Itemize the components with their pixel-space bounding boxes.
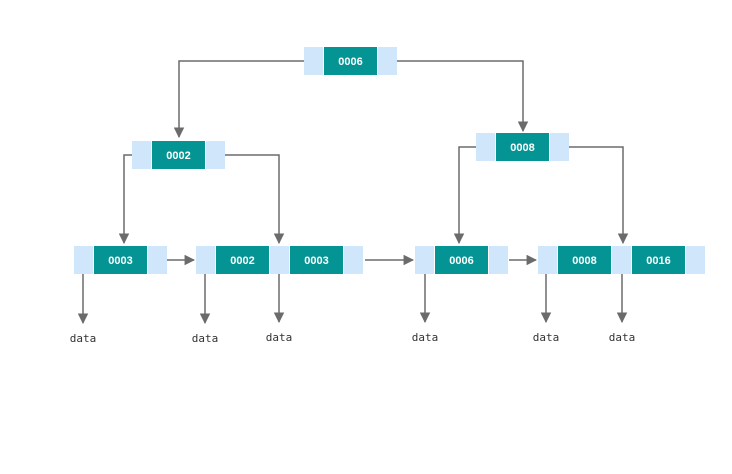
- pointer-slot: [538, 246, 557, 274]
- pointer-slot: [304, 47, 323, 75]
- pointer-slot: [344, 246, 363, 274]
- data-label: data: [533, 331, 560, 344]
- key-cell: [94, 246, 147, 274]
- key-cell: [435, 246, 488, 274]
- pointer-slot: [476, 133, 495, 161]
- data-label: data: [192, 332, 219, 345]
- key-cell: [152, 141, 205, 169]
- pointer-slot: [206, 141, 225, 169]
- key-label: 0003: [304, 255, 328, 267]
- edge-root-to-internal-left: [173, 60, 304, 139]
- data-label: data: [609, 331, 636, 344]
- pointer-slot: [686, 246, 705, 274]
- key-label: 0008: [510, 142, 534, 154]
- node-internal-left: 0002: [132, 141, 225, 169]
- key-cell: [496, 133, 549, 161]
- edge-root-to-internal-right: [396, 60, 529, 133]
- key-label: 0016: [646, 255, 670, 267]
- pointer-slot: [489, 246, 508, 274]
- pointer-slot: [132, 141, 151, 169]
- edge-internal-left-to-leaf-1: [118, 154, 132, 245]
- data-labels: data data data data data data: [70, 331, 636, 345]
- edge-internal-right-to-leaf-4: [568, 146, 629, 245]
- node-leaf-3: 0006: [415, 246, 508, 274]
- pointer-slot: [196, 246, 215, 274]
- node-internal-right: 0008: [476, 133, 569, 161]
- pointer-slot: [74, 246, 93, 274]
- key-label: 0008: [572, 255, 596, 267]
- node-root: 0006: [304, 47, 397, 75]
- data-label: data: [70, 332, 97, 345]
- key-cell: [632, 246, 685, 274]
- pointer-slot: [270, 246, 289, 274]
- pointer-slot: [550, 133, 569, 161]
- pointer-slot: [415, 246, 434, 274]
- key-label: 0003: [108, 255, 132, 267]
- key-cell: [290, 246, 343, 274]
- node-leaf-4: 0008 0016: [538, 246, 705, 274]
- key-label: 0002: [166, 150, 190, 162]
- pointer-slot: [148, 246, 167, 274]
- key-cell: [216, 246, 269, 274]
- edge-internal-right-to-leaf-3: [453, 146, 476, 245]
- key-cell: [324, 47, 377, 75]
- pointer-slot: [612, 246, 631, 274]
- node-leaf-2: 0002 0003: [196, 246, 363, 274]
- data-label: data: [266, 331, 293, 344]
- data-label: data: [412, 331, 439, 344]
- edges: [77, 60, 629, 325]
- node-leaf-1: 0003: [74, 246, 167, 274]
- key-cell: [558, 246, 611, 274]
- edge-internal-left-to-leaf-2: [224, 154, 285, 245]
- key-label: 0006: [338, 56, 362, 68]
- key-label: 0006: [449, 255, 473, 267]
- pointer-slot: [378, 47, 397, 75]
- key-label: 0002: [230, 255, 254, 267]
